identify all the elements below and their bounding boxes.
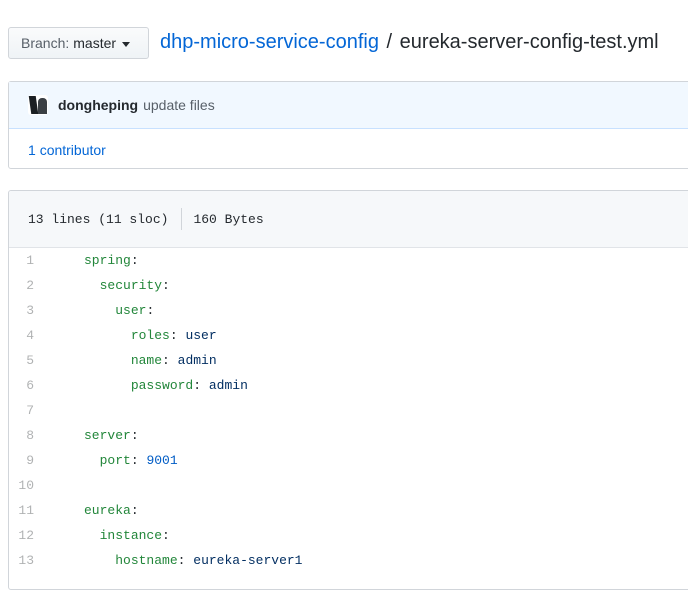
yaml-colon: : bbox=[177, 553, 186, 568]
line-number[interactable]: 11 bbox=[18, 503, 34, 518]
line-content: spring: bbox=[59, 253, 139, 268]
line-content: security: bbox=[59, 278, 170, 293]
line-number[interactable]: 9 bbox=[26, 453, 34, 468]
line-number[interactable]: 10 bbox=[18, 478, 34, 493]
indent bbox=[84, 553, 115, 568]
commit-message-link[interactable]: update files bbox=[143, 97, 215, 113]
yaml-colon: : bbox=[130, 428, 139, 443]
code-line: 12 instance: bbox=[9, 523, 688, 548]
contributors-link[interactable]: 1 contributor bbox=[28, 142, 106, 158]
file-info-bar: 13 lines (11 sloc) 160 Bytes bbox=[9, 191, 688, 248]
yaml-value: admin bbox=[177, 353, 217, 368]
code-line: 8 server: bbox=[9, 423, 688, 448]
yaml-key: security bbox=[99, 278, 163, 293]
yaml-key: eureka bbox=[84, 503, 131, 518]
commit-author-link[interactable]: dongheping bbox=[58, 97, 139, 113]
contributor-count: 1 bbox=[28, 141, 36, 158]
yaml-key: port bbox=[99, 453, 131, 468]
line-content: user: bbox=[59, 303, 154, 318]
code-line: 5 name: admin bbox=[9, 348, 688, 373]
code-line: 11 eureka: bbox=[9, 498, 688, 523]
line-content: instance: bbox=[59, 528, 170, 543]
file-size: 160 Bytes bbox=[193, 211, 264, 227]
line-number[interactable]: 13 bbox=[18, 553, 34, 568]
yaml-key: roles bbox=[130, 328, 170, 343]
yaml-key: user bbox=[115, 303, 147, 318]
indent bbox=[84, 278, 100, 293]
avatar[interactable] bbox=[28, 95, 48, 115]
line-content: hostname: eureka-server1 bbox=[59, 553, 302, 568]
code-line: 9 port: 9001 bbox=[9, 448, 688, 473]
line-content: password: admin bbox=[59, 378, 248, 393]
yaml-colon: : bbox=[169, 328, 178, 343]
line-number[interactable]: 8 bbox=[26, 428, 34, 443]
yaml-colon: : bbox=[162, 278, 170, 293]
branch-value: master bbox=[73, 35, 117, 51]
yaml-value: user bbox=[185, 328, 217, 343]
line-content: roles: user bbox=[59, 328, 217, 343]
caret-down-icon bbox=[122, 41, 131, 47]
yaml-value: 9001 bbox=[146, 453, 178, 468]
branch-label: Branch: bbox=[21, 35, 70, 51]
breadcrumb-separator: / bbox=[386, 31, 393, 53]
indent bbox=[84, 353, 131, 368]
yaml-colon: : bbox=[193, 378, 202, 393]
yaml-colon: : bbox=[162, 353, 170, 368]
yaml-key: instance bbox=[99, 528, 163, 543]
code-line: 7 bbox=[9, 398, 688, 423]
indent bbox=[84, 303, 115, 318]
line-number[interactable]: 2 bbox=[26, 278, 34, 293]
branch-select-button[interactable]: Branch: master bbox=[8, 27, 149, 59]
code-line: 2 security: bbox=[9, 273, 688, 298]
latest-commit: dongheping update files bbox=[9, 82, 688, 129]
line-number[interactable]: 3 bbox=[26, 303, 34, 318]
breadcrumb: dhp-micro-service-config / eureka-server… bbox=[160, 31, 659, 54]
line-number[interactable]: 1 bbox=[26, 253, 34, 268]
yaml-value: eureka-server1 bbox=[193, 553, 303, 568]
yaml-colon: : bbox=[146, 303, 155, 318]
line-content: name: admin bbox=[59, 353, 217, 368]
code-line: 10 bbox=[9, 473, 688, 498]
file-name: eureka-server-config-test.yml bbox=[399, 31, 659, 53]
yaml-colon: : bbox=[130, 253, 139, 268]
yaml-key: spring bbox=[84, 253, 131, 268]
code-line: 4 roles: user bbox=[9, 323, 688, 348]
repo-link[interactable]: dhp-micro-service-config bbox=[160, 31, 379, 53]
line-content: server: bbox=[59, 428, 139, 443]
code-line: 6 password: admin bbox=[9, 373, 688, 398]
file-info-divider bbox=[181, 208, 183, 230]
file-line-count: 13 lines (11 sloc) bbox=[28, 211, 169, 227]
contributor-label: contributor bbox=[39, 141, 106, 158]
indent bbox=[84, 528, 100, 543]
code-line: 13 hostname: eureka-server1 bbox=[9, 548, 688, 573]
contributors: 1 contributor bbox=[9, 129, 688, 170]
commit-tease: dongheping update files 1 contributor bbox=[8, 81, 688, 169]
line-number[interactable]: 7 bbox=[26, 403, 34, 418]
line-content: eureka: bbox=[59, 503, 139, 518]
line-content: port: 9001 bbox=[59, 453, 178, 468]
line-number[interactable]: 5 bbox=[26, 353, 34, 368]
line-number[interactable]: 4 bbox=[26, 328, 34, 343]
yaml-value: admin bbox=[208, 378, 248, 393]
line-number[interactable]: 6 bbox=[26, 378, 34, 393]
yaml-key: password bbox=[130, 378, 194, 393]
yaml-key: hostname bbox=[115, 553, 178, 568]
yaml-colon: : bbox=[130, 453, 139, 468]
line-number[interactable]: 12 bbox=[18, 528, 34, 543]
yaml-key: server bbox=[84, 428, 131, 443]
code-line: 3 user: bbox=[9, 298, 688, 323]
indent bbox=[84, 328, 131, 343]
yaml-colon: : bbox=[130, 503, 139, 518]
indent bbox=[84, 378, 131, 393]
code-line: 1 spring: bbox=[9, 248, 688, 273]
yaml-key: name bbox=[130, 353, 163, 368]
indent bbox=[84, 453, 100, 468]
yaml-colon: : bbox=[162, 528, 170, 543]
